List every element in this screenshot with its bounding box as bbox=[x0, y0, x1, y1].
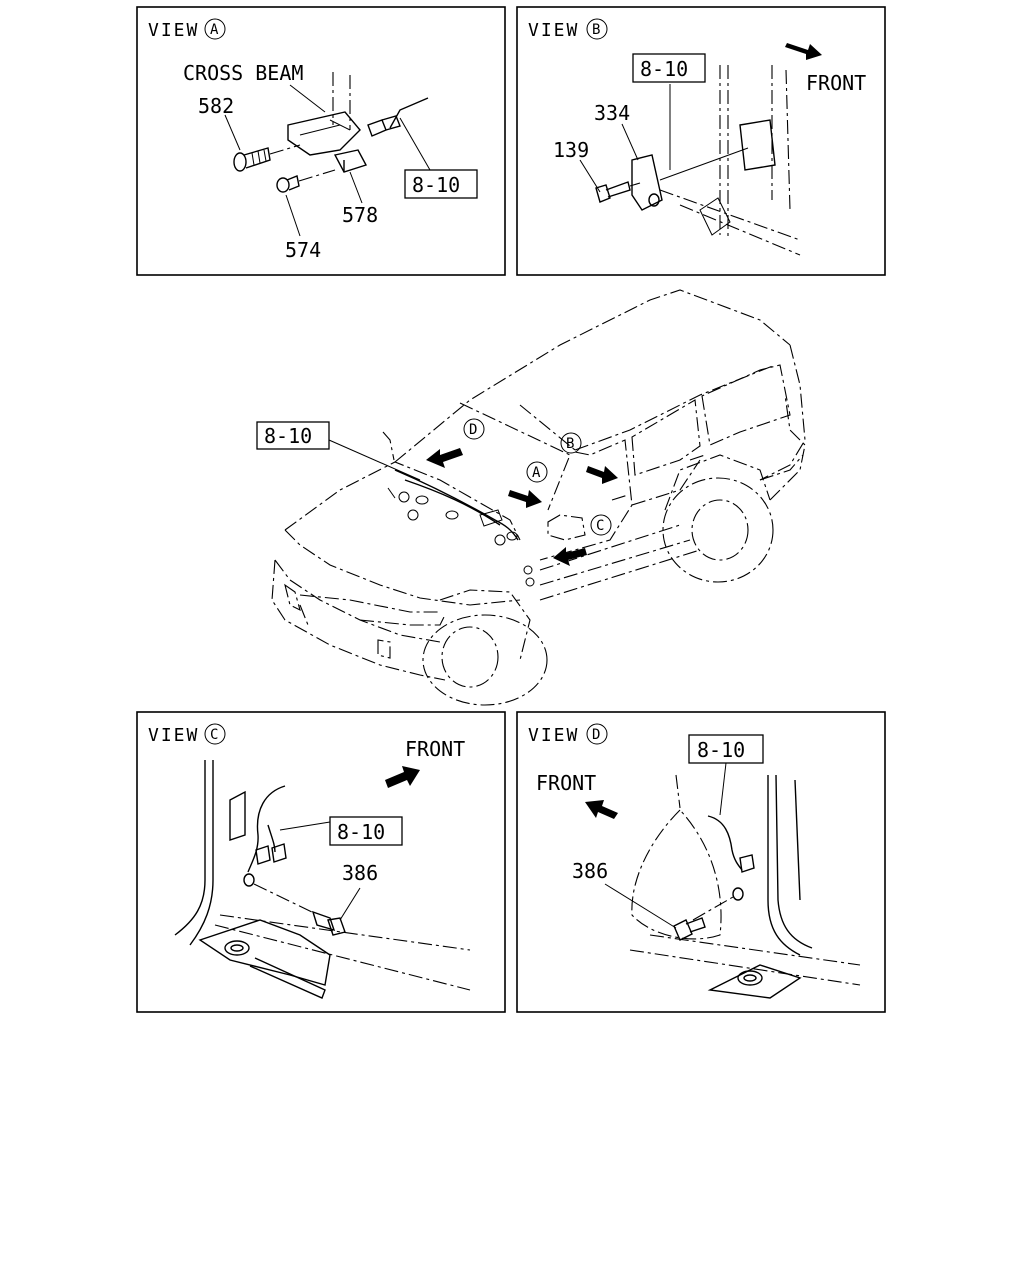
view-d-letter: D bbox=[592, 727, 600, 743]
view-a-ref-text: 8-10 bbox=[412, 173, 460, 197]
vehicle-arrow-d bbox=[426, 448, 463, 468]
vehicle-arrow-b bbox=[586, 466, 618, 484]
vehicle-ref-box: 8-10 bbox=[256, 421, 421, 481]
vehicle-harness bbox=[387, 469, 535, 587]
view-b-circle bbox=[586, 18, 608, 40]
vehicle-marker-a: A bbox=[526, 461, 548, 483]
svg-text:D: D bbox=[469, 422, 477, 438]
view-b-front-arrow bbox=[785, 43, 822, 60]
view-d-circle bbox=[586, 723, 608, 745]
view-a-title: VIEW bbox=[148, 20, 199, 41]
view-c-title: VIEW bbox=[148, 725, 199, 746]
svg-text:A: A bbox=[532, 465, 541, 481]
view-c-ref-text: 8-10 bbox=[337, 820, 385, 844]
rear-wheel-hub bbox=[691, 499, 749, 561]
view-b-front-label: FRONT bbox=[806, 71, 866, 95]
view-c-artwork bbox=[174, 760, 471, 999]
vehicle-marker-d: D bbox=[463, 418, 485, 440]
view-d-frame bbox=[516, 711, 886, 1013]
view-d-ref-text: 8-10 bbox=[697, 738, 745, 762]
cross-beam-label: CROSS BEAM bbox=[183, 61, 303, 85]
part-139-label: 139 bbox=[553, 138, 589, 162]
view-a-ref-box: 8-10 bbox=[404, 169, 478, 199]
view-a-frame bbox=[136, 6, 506, 276]
svg-text:C: C bbox=[596, 518, 604, 534]
part-334-label: 334 bbox=[594, 101, 630, 125]
view-d-front-label: FRONT bbox=[536, 771, 596, 795]
view-c-frame bbox=[136, 711, 506, 1013]
view-c-front-arrow bbox=[385, 766, 420, 788]
view-b-letter: B bbox=[592, 22, 600, 38]
view-b-panel: VIEW B 8-10 FRONT 334 139 bbox=[516, 6, 886, 276]
view-d-part-386-label: 386 bbox=[572, 859, 608, 883]
vehicle-ref-text: 8-10 bbox=[264, 424, 312, 448]
view-c-panel: VIEW C FRONT 8-10 386 bbox=[136, 711, 506, 1013]
view-c-circle bbox=[204, 723, 226, 745]
view-d-ref-box: 8-10 bbox=[688, 734, 764, 764]
view-d-title: VIEW bbox=[528, 725, 579, 746]
view-b-artwork bbox=[579, 65, 801, 256]
vehicle-marker-b: B bbox=[560, 432, 582, 454]
view-c-front-label: FRONT bbox=[405, 737, 465, 761]
view-c-letter: C bbox=[210, 727, 218, 743]
vehicle-arrow-a bbox=[508, 490, 542, 508]
part-574-label: 574 bbox=[285, 238, 321, 262]
side-mirror bbox=[547, 514, 586, 541]
view-b-frame bbox=[516, 6, 886, 276]
view-b-ref-box: 8-10 bbox=[632, 53, 706, 83]
vehicle-arrow-c bbox=[553, 547, 587, 566]
view-b-title: VIEW bbox=[528, 20, 579, 41]
part-582-label: 582 bbox=[198, 94, 234, 118]
view-a-circle bbox=[204, 18, 226, 40]
vehicle-illustration: D B A C 8-10 bbox=[256, 289, 806, 706]
rear-wheel bbox=[662, 477, 774, 583]
view-c-ref-box: 8-10 bbox=[329, 816, 403, 846]
view-d-front-arrow bbox=[585, 800, 618, 819]
part-578-label: 578 bbox=[342, 203, 378, 227]
view-a-panel: VIEW A CROSS BEAM 582 578 574 8-10 bbox=[136, 6, 506, 276]
vehicle-marker-c: C bbox=[590, 514, 612, 536]
svg-text:B: B bbox=[566, 436, 574, 452]
view-a-letter: A bbox=[210, 22, 219, 38]
view-c-part-386-label: 386 bbox=[342, 861, 378, 885]
view-d-artwork bbox=[604, 762, 861, 999]
view-b-ref-text: 8-10 bbox=[640, 57, 688, 81]
front-wheel bbox=[422, 614, 548, 706]
view-a-artwork bbox=[224, 72, 431, 237]
front-wheel-hub bbox=[441, 626, 499, 688]
vehicle-body bbox=[271, 289, 806, 706]
view-d-panel: VIEW D 8-10 FRONT 386 bbox=[516, 711, 886, 1013]
